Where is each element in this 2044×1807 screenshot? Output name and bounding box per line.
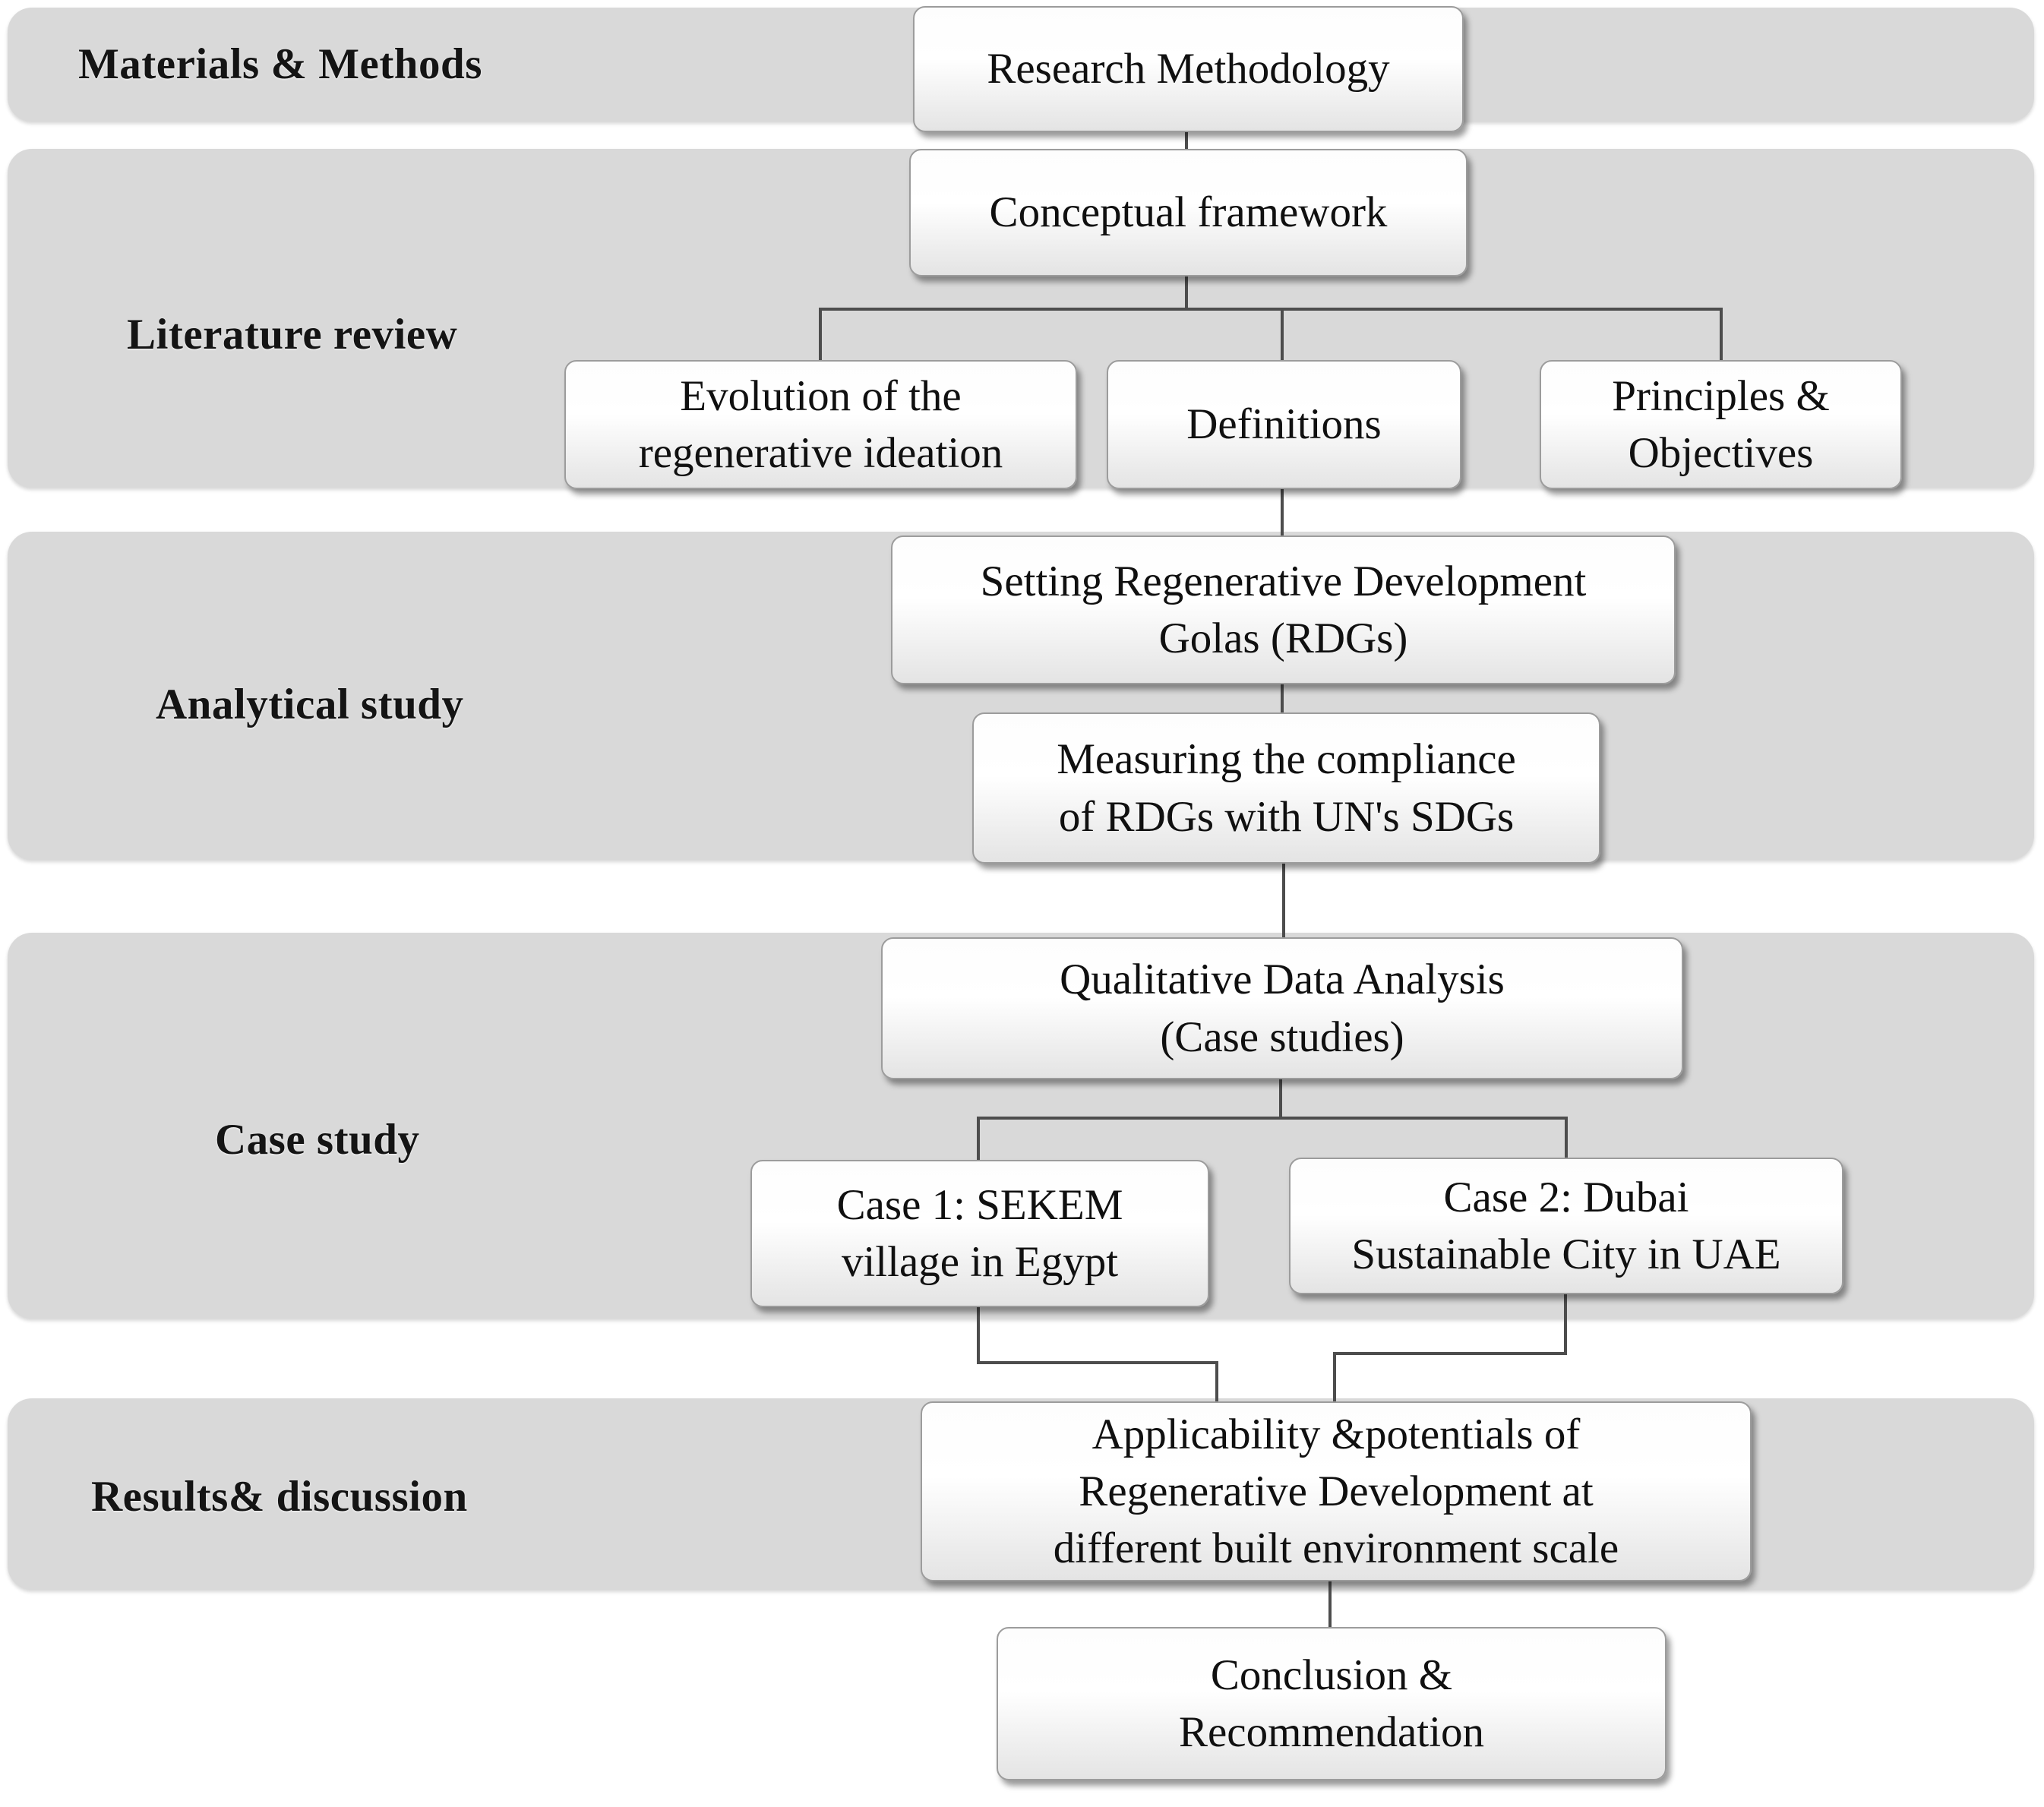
flowbox-text: Case 2: Dubai [1443, 1173, 1689, 1221]
flowbox-research-methodology: Research Methodology [913, 6, 1464, 132]
flowbox-text: Applicability &potentials of [1092, 1410, 1581, 1458]
flowbox-text: Qualitative Data Analysis [1060, 956, 1505, 1004]
connector-setting-to-measuring [1281, 680, 1284, 715]
flowbox-measuring-compliance: Measuring the compliance of RDGs with UN… [972, 712, 1600, 864]
flowbox-evolution-regenerative-ideation: Evolution of the regenerative ideation [564, 360, 1077, 489]
connector-drop-case1 [977, 1117, 980, 1162]
flowbox-text: Case 1: SEKEM [836, 1180, 1123, 1229]
band-label-case-study: Case study [215, 1116, 420, 1164]
connector-literature-branch [819, 308, 1723, 311]
connector-qualitative-stem [1279, 1075, 1282, 1119]
connector-framework-stem [1185, 272, 1188, 311]
flowbox-text: Conclusion & [1210, 1651, 1453, 1699]
flowbox-text: Setting Regenerative Development [980, 557, 1587, 605]
band-label-results-discussion: Results& discussion [91, 1473, 468, 1521]
connector-definitions-to-setting [1281, 485, 1284, 538]
connector-case-branch [977, 1117, 1568, 1120]
connector-applicability-to-conclusion [1328, 1577, 1332, 1629]
flowbox-case1-sekem: Case 1: SEKEM village in Egypt [750, 1160, 1209, 1307]
band-label-literature-review: Literature review [127, 311, 458, 359]
band-label-analytical-study: Analytical study [156, 681, 464, 728]
flowbox-text: Regenerative Development at [1079, 1467, 1594, 1515]
flowbox-text: Evolution of the [680, 371, 962, 420]
flowbox-text: Measuring the compliance [1057, 735, 1516, 784]
connector-case2-down [1564, 1290, 1567, 1355]
connector-case1-elbow [977, 1361, 1218, 1364]
flowbox-text: different built environment scale [1053, 1524, 1619, 1573]
flowbox-text: regenerative ideation [638, 429, 1003, 477]
connector-case1-down [977, 1303, 980, 1364]
flowbox-definitions: Definitions [1107, 360, 1461, 489]
connector-methodology-to-framework [1185, 128, 1188, 152]
flowbox-text: Definitions [1186, 400, 1382, 449]
flowbox-applicability-potentials: Applicability &potentials of Regenerativ… [921, 1401, 1752, 1581]
connector-case2-into-applicability [1333, 1352, 1336, 1404]
flowbox-text: Golas (RDGs) [1158, 614, 1408, 662]
flowbox-principles-objectives: Principles & Objectives [1540, 360, 1902, 489]
flowbox-text: Conceptual framework [989, 188, 1388, 237]
connector-drop-principles [1720, 308, 1723, 363]
connector-drop-case2 [1565, 1117, 1568, 1160]
flowbox-qualitative-data-analysis: Qualitative Data Analysis (Case studies) [881, 937, 1683, 1079]
band-label-materials-methods: Materials & Methods [78, 40, 482, 88]
connector-drop-definitions [1281, 308, 1284, 363]
connector-drop-evolution [819, 308, 822, 363]
connector-measuring-to-qualitative [1282, 858, 1285, 940]
flowbox-setting-rdgs: Setting Regenerative Development Golas (… [891, 535, 1676, 684]
flowbox-text: Recommendation [1178, 1708, 1485, 1756]
connector-case1-into-applicability [1215, 1361, 1218, 1404]
flowbox-text: of RDGs with UN's SDGs [1058, 792, 1515, 841]
flowbox-text: Sustainable City in UAE [1351, 1230, 1781, 1278]
connector-case2-elbow [1333, 1352, 1567, 1355]
flowbox-conclusion-recommendation: Conclusion & Recommendation [997, 1627, 1666, 1780]
flowbox-text: Research Methodology [987, 45, 1390, 93]
flowbox-text: (Case studies) [1160, 1012, 1404, 1061]
flowbox-case2-dubai: Case 2: Dubai Sustainable City in UAE [1289, 1158, 1843, 1294]
flowbox-conceptual-framework: Conceptual framework [909, 149, 1467, 276]
flowbox-text: village in Egypt [841, 1238, 1119, 1286]
flowbox-text: Principles & [1612, 371, 1830, 420]
flowbox-text: Objectives [1628, 429, 1814, 477]
